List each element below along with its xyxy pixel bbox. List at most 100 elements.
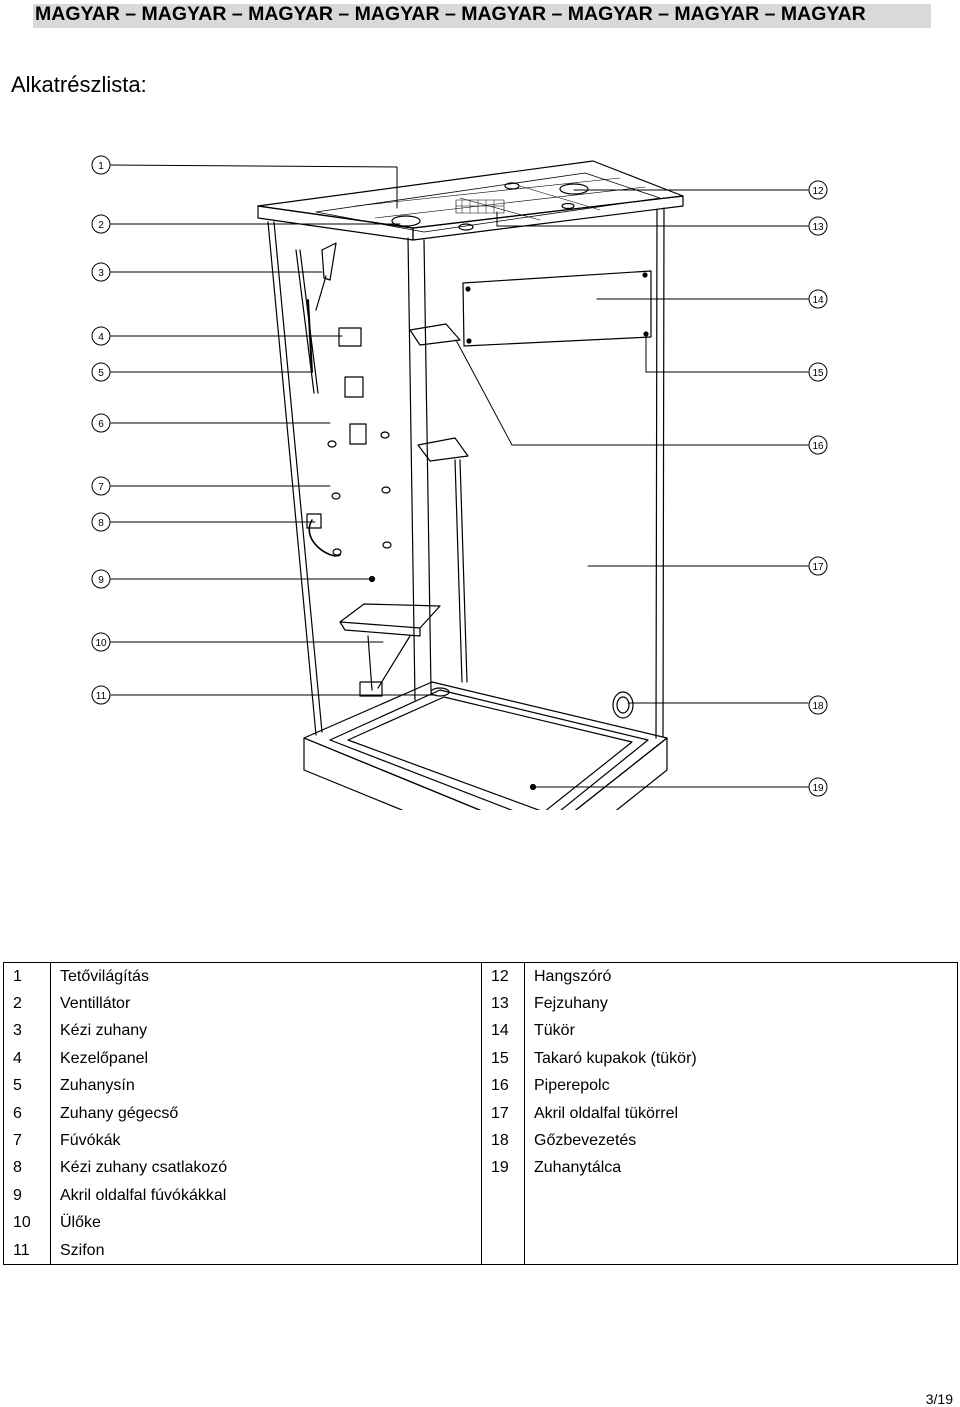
callout-7-marker bbox=[91, 476, 111, 496]
mirror bbox=[462, 270, 652, 347]
callout-14: 14 bbox=[812, 295, 824, 306]
callout-10-marker bbox=[91, 632, 111, 652]
callout-13-marker bbox=[808, 216, 828, 236]
part-number: 9 bbox=[3, 1182, 51, 1210]
callout-11-marker bbox=[91, 685, 111, 705]
callout-19-marker bbox=[808, 777, 828, 797]
steam-outlet bbox=[612, 691, 634, 719]
table-row: 2 Ventillátor 13 Fejzuhany bbox=[3, 990, 958, 1018]
part-name: Tetővilágítás bbox=[50, 962, 482, 991]
callout-10: 10 bbox=[95, 638, 107, 649]
table-row: 7 Fúvókák 18 Gőzbevezetés bbox=[3, 1127, 958, 1155]
callout-16: 16 bbox=[812, 441, 824, 452]
part-name: Takaró kupakok (tükör) bbox=[524, 1045, 958, 1073]
callout-15-marker bbox=[808, 362, 828, 382]
part-name-empty bbox=[524, 1236, 958, 1266]
part-name: Szifon bbox=[50, 1236, 482, 1266]
callout-9: 9 bbox=[98, 575, 104, 586]
part-name: Kezelőpanel bbox=[50, 1045, 482, 1073]
callout-13: 13 bbox=[812, 222, 824, 233]
part-name: Hangszóró bbox=[524, 962, 958, 991]
part-number: 18 bbox=[481, 1127, 525, 1155]
shower-rail bbox=[295, 242, 392, 583]
header-bar bbox=[33, 4, 931, 28]
callout-6: 6 bbox=[98, 419, 104, 430]
cabin-roof bbox=[257, 160, 684, 241]
shower-tray bbox=[303, 681, 668, 810]
page-title: Alkatrészlista: bbox=[11, 72, 147, 97]
part-number: 19 bbox=[481, 1154, 525, 1183]
callout-15: 15 bbox=[812, 368, 824, 379]
part-number: 11 bbox=[3, 1236, 51, 1266]
table-row: 5 Zuhanysín 16 Piperepolc bbox=[3, 1072, 958, 1100]
callout-8: 8 bbox=[98, 518, 104, 529]
part-name: Piperepolc bbox=[524, 1072, 958, 1100]
table-row: 6 Zuhany gégecső 17 Akril oldalfal tükör… bbox=[3, 1099, 958, 1128]
callout-16-marker bbox=[808, 435, 828, 455]
callout-4-marker bbox=[91, 326, 111, 346]
part-name: Ventillátor bbox=[50, 990, 482, 1018]
callout-19: 19 bbox=[812, 783, 824, 794]
callout-4: 4 bbox=[98, 332, 104, 343]
part-number-empty bbox=[481, 1182, 525, 1210]
part-number: 10 bbox=[3, 1209, 51, 1237]
callout-18: 18 bbox=[812, 701, 824, 712]
parts-list-table: 1 Tetővilágítás 12 Hangszóró 2 Ventillát… bbox=[3, 962, 958, 1266]
leader-lines bbox=[110, 164, 809, 788]
part-number: 4 bbox=[3, 1045, 51, 1073]
callout-17: 17 bbox=[812, 562, 824, 573]
part-number: 7 bbox=[3, 1127, 51, 1155]
cabin-walls bbox=[267, 207, 665, 739]
callout-2: 2 bbox=[98, 220, 104, 231]
header-language-text: MAGYAR – MAGYAR – MAGYAR – MAGYAR – MAGY… bbox=[35, 3, 866, 25]
part-number: 12 bbox=[481, 962, 525, 991]
part-number: 3 bbox=[3, 1017, 51, 1046]
part-name: Tükör bbox=[524, 1017, 958, 1046]
callout-6-marker bbox=[91, 413, 111, 433]
part-name: Fúvókák bbox=[50, 1127, 482, 1155]
table-row: 3 Kézi zuhany 14 Tükör bbox=[3, 1017, 958, 1046]
part-number: 13 bbox=[481, 990, 525, 1018]
part-number-empty bbox=[481, 1209, 525, 1237]
page-number: 3/19 bbox=[925, 1391, 953, 1407]
table-row: 10 Ülőke bbox=[3, 1209, 958, 1237]
part-name: Gőzbevezetés bbox=[524, 1127, 958, 1155]
part-name: Fejzuhany bbox=[524, 990, 958, 1018]
part-name: Ülőke bbox=[50, 1209, 482, 1237]
callout-2-marker bbox=[91, 214, 111, 234]
part-name: Zuhanysín bbox=[50, 1072, 482, 1100]
callout-3: 3 bbox=[98, 268, 104, 279]
callout-12-marker bbox=[808, 180, 828, 200]
part-name-empty bbox=[524, 1182, 958, 1210]
callout-1: 1 bbox=[98, 161, 104, 172]
part-number: 5 bbox=[3, 1072, 51, 1100]
callout-9-marker bbox=[91, 569, 111, 589]
callout-8-marker bbox=[91, 512, 111, 532]
callout-5-marker bbox=[91, 362, 111, 382]
part-number: 8 bbox=[3, 1154, 51, 1183]
table-row: 9 Akril oldalfal fúvókákkal bbox=[3, 1182, 958, 1210]
callout-12: 12 bbox=[812, 186, 824, 197]
table-row: 11 Szifon bbox=[3, 1236, 958, 1266]
part-number: 1 bbox=[3, 962, 51, 991]
callout-3-marker bbox=[91, 262, 111, 282]
callout-1-marker bbox=[91, 155, 111, 175]
table-row: 1 Tetővilágítás 12 Hangszóró bbox=[3, 962, 958, 991]
part-number: 16 bbox=[481, 1072, 525, 1100]
part-number: 15 bbox=[481, 1045, 525, 1073]
part-name: Kézi zuhany csatlakozó bbox=[50, 1154, 482, 1183]
callout-5: 5 bbox=[98, 368, 104, 379]
folding-seat bbox=[339, 603, 441, 697]
part-number: 17 bbox=[481, 1099, 525, 1128]
callout-17-marker bbox=[808, 556, 828, 576]
callout-7: 7 bbox=[98, 482, 104, 493]
part-name: Zuhany gégecső bbox=[50, 1099, 482, 1128]
callout-11: 11 bbox=[96, 691, 107, 702]
toiletry-shelf bbox=[409, 323, 469, 683]
part-number: 6 bbox=[3, 1099, 51, 1128]
part-number: 14 bbox=[481, 1017, 525, 1046]
part-number: 2 bbox=[3, 990, 51, 1018]
table-row: 4 Kezelőpanel 15 Takaró kupakok (tükör) bbox=[3, 1045, 958, 1073]
part-name: Akril oldalfal fúvókákkal bbox=[50, 1182, 482, 1210]
part-name: Zuhanytálca bbox=[524, 1154, 958, 1183]
